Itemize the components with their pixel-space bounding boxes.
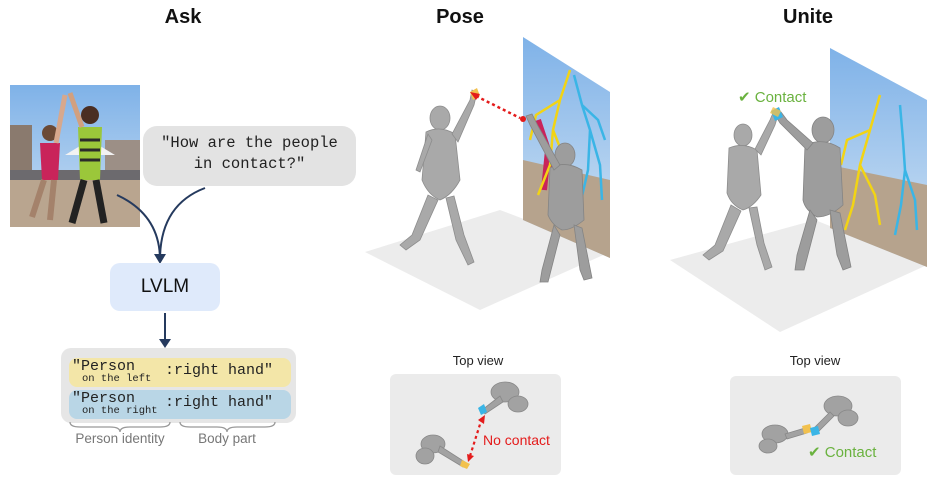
no-contact-label: No contact [483,432,550,448]
contact-label-bottom: ✔ Contact [808,443,876,461]
row2-person: "Person [72,390,136,407]
check-icon: ✔ [738,89,751,106]
check-icon: ✔ [808,444,821,461]
row1-identity: on the left [82,373,152,385]
unite-topview: ✔ Contact [730,376,901,475]
unite-scene [670,48,927,332]
output-row-left [69,358,291,387]
ask-header: Ask [164,6,202,28]
unite-topview-title: Top view [789,353,841,368]
contact-top-text: Contact [754,89,807,106]
unite-header: Unite [783,6,833,28]
lvlm-box: LVLM [110,263,220,311]
row1-person: "Person [72,358,136,375]
braces [69,421,276,433]
question-line-1: "How are the people [161,134,338,152]
question-bubble: "How are the people in contact?" [143,126,356,186]
pose-topview-figures [415,381,529,469]
unite-floor-plane [670,220,927,332]
floor-plane [365,210,610,310]
row1-part: :right hand" [165,362,274,379]
pose-topview: No contact [390,374,561,475]
pose-topview-title: Top view [452,353,504,368]
question-line-2: in contact?" [193,155,306,173]
down-arrow [159,313,171,348]
unite-topview-figures [758,395,859,454]
pose-header: Pose [436,6,484,28]
contact-label-top: ✔ Contact [738,88,806,106]
contact-bottom-text: Contact [824,444,877,461]
row2-identity: on the right [82,405,158,417]
input-photo [10,85,140,227]
row2-part: :right hand" [165,394,274,411]
merge-arrows [116,187,206,264]
person-identity-label: Person identity [75,431,165,446]
pose-scene [365,37,610,310]
output-row-right [69,390,291,419]
body-part-label: Body part [198,431,256,446]
